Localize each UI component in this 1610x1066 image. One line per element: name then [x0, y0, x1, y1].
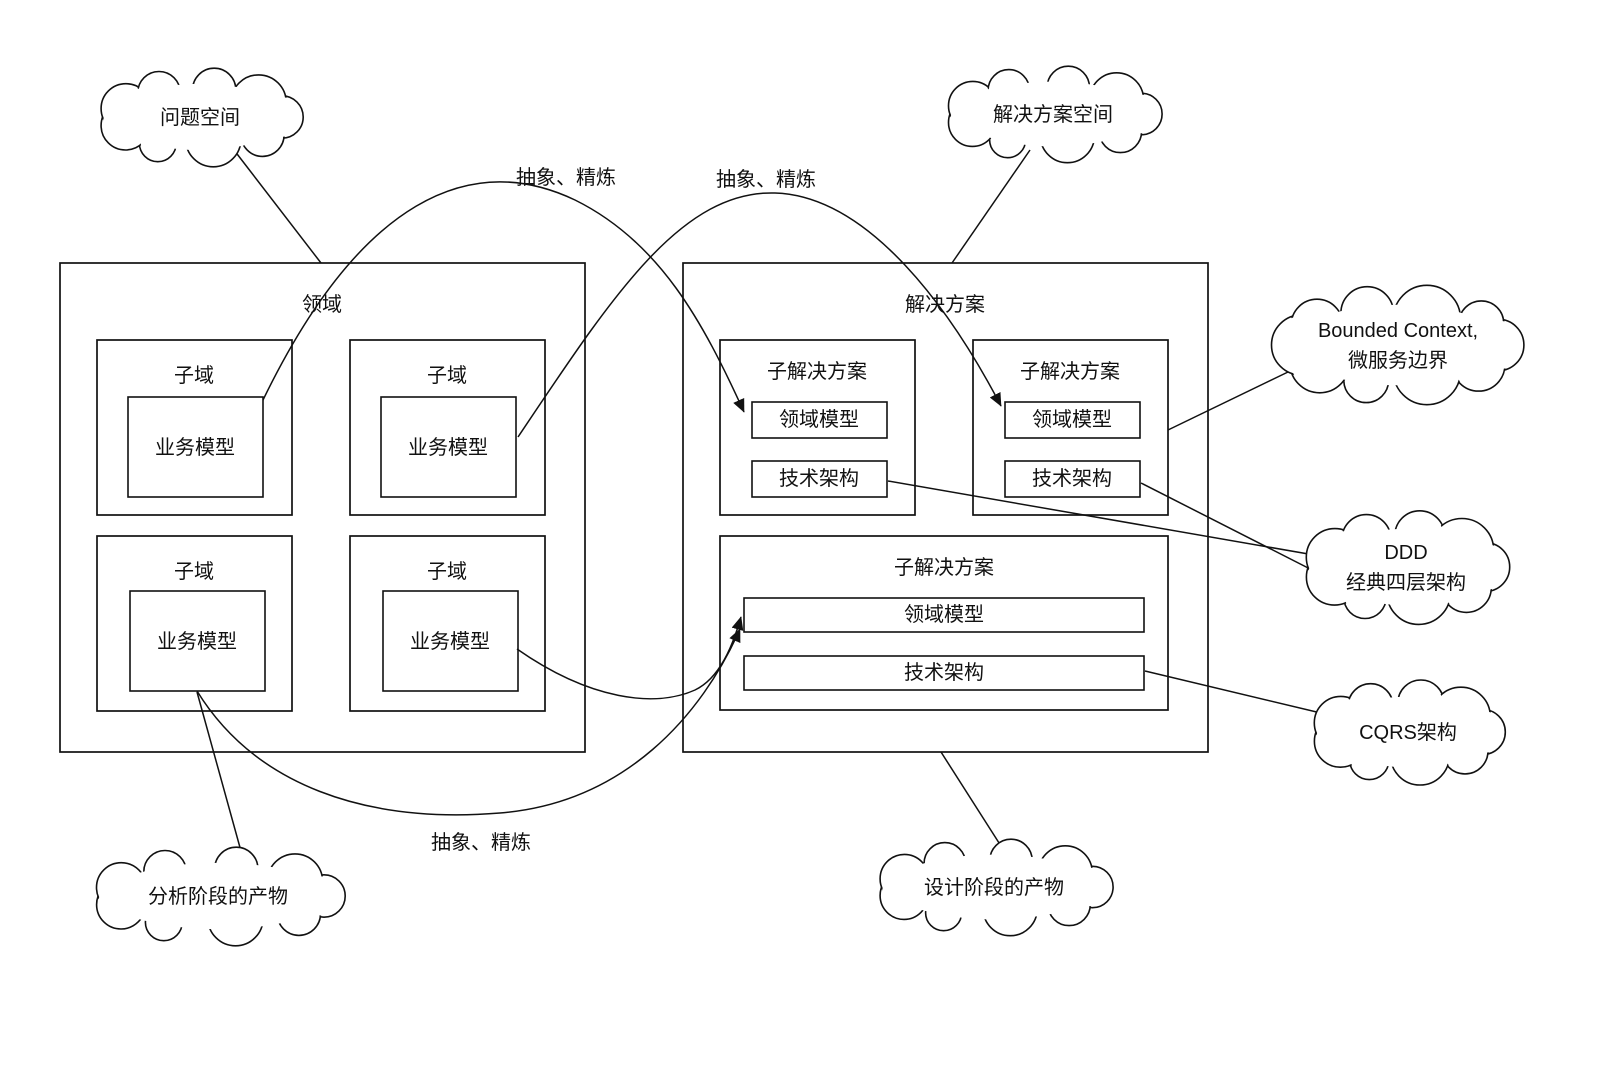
subdomain-title-2: 子域 — [427, 364, 467, 387]
connector-solution-space — [951, 149, 1031, 264]
sub-solution-title-1: 子解决方案 — [767, 360, 867, 383]
tech-architecture-label-3: 技术架构 — [904, 661, 984, 684]
domain-model-box-2 — [1004, 401, 1141, 439]
cloud-analysis-output-label: 分析阶段的产物 — [148, 885, 288, 908]
connector-cqrs — [1144, 670, 1326, 715]
business-model-label-3: 业务模型 — [157, 630, 237, 653]
connector-ddd-1 — [887, 480, 1321, 557]
arrow-abstract-refine-1 — [262, 181, 745, 413]
cloud-problem-space-label: 问题空间 — [160, 106, 240, 129]
cloud-solution-space: 解决方案空间 — [947, 65, 1163, 164]
abstract-refine-label-2: 抽象、精炼 — [716, 168, 816, 191]
cloud-solution-space-label: 解决方案空间 — [993, 103, 1113, 126]
abstract-refine-label-1: 抽象、精炼 — [516, 166, 616, 189]
cloud-ddd: DDD 经典四层架构 — [1305, 510, 1511, 626]
arrow-abstract-refine-2 — [517, 192, 1002, 438]
domain-model-label-2: 领域模型 — [1032, 408, 1112, 431]
business-model-label-2: 业务模型 — [408, 436, 488, 459]
cloud-ddd-label-line1: DDD — [1384, 542, 1427, 564]
cloud-analysis-output: 分析阶段的产物 — [95, 846, 346, 947]
subdomain-title-4: 子域 — [427, 560, 467, 583]
business-model-label-1: 业务模型 — [155, 436, 235, 459]
cloud-bounded-context-label-line1: Bounded Context, — [1318, 320, 1478, 342]
connector-problem-space — [233, 149, 322, 264]
domain-box-title: 领域 — [302, 293, 342, 316]
domain-model-box-1 — [751, 401, 888, 439]
cloud-ddd-label-line2: 经典四层架构 — [1346, 571, 1466, 594]
domain-model-box-3 — [743, 597, 1145, 633]
tech-architecture-label-1: 技术架构 — [779, 467, 859, 490]
arrow-abstract-refine-4 — [516, 616, 744, 700]
connector-bounded-context — [1167, 371, 1289, 431]
cloud-bounded-context: Bounded Context, 微服务边界 — [1270, 284, 1525, 406]
domain-model-label-1: 领域模型 — [779, 408, 859, 431]
cloud-design-output: 设计阶段的产物 — [879, 838, 1114, 937]
connector-ddd-2 — [1140, 482, 1319, 574]
cloud-cqrs: CQRS架构 — [1313, 679, 1507, 786]
business-model-label-4: 业务模型 — [410, 630, 490, 653]
connector-analysis-output — [196, 691, 245, 863]
cloud-design-output-label: 设计阶段的产物 — [924, 876, 1064, 899]
business-model-box-2 — [380, 396, 517, 498]
cloud-problem-space: 问题空间 — [100, 67, 304, 168]
tech-architecture-box-1 — [751, 460, 888, 498]
subdomain-title-3: 子域 — [174, 560, 214, 583]
domain-model-label-3: 领域模型 — [904, 603, 984, 626]
arrow-abstract-refine-3 — [196, 628, 741, 816]
connector-design-output — [940, 751, 1009, 858]
cloud-cqrs-label: CQRS架构 — [1359, 721, 1457, 744]
tech-architecture-box-3 — [743, 655, 1145, 691]
sub-solution-title-3: 子解决方案 — [894, 556, 994, 579]
solution-box-title: 解决方案 — [905, 293, 985, 316]
sub-solution-title-2: 子解决方案 — [1020, 360, 1120, 383]
business-model-box-4 — [382, 590, 519, 692]
tech-architecture-label-2: 技术架构 — [1032, 467, 1112, 490]
business-model-box-1 — [127, 396, 264, 498]
tech-architecture-box-2 — [1004, 460, 1141, 498]
subdomain-title-1: 子域 — [174, 364, 214, 387]
cloud-bounded-context-label-line2: 微服务边界 — [1348, 349, 1448, 372]
abstract-refine-label-3: 抽象、精炼 — [431, 831, 531, 854]
